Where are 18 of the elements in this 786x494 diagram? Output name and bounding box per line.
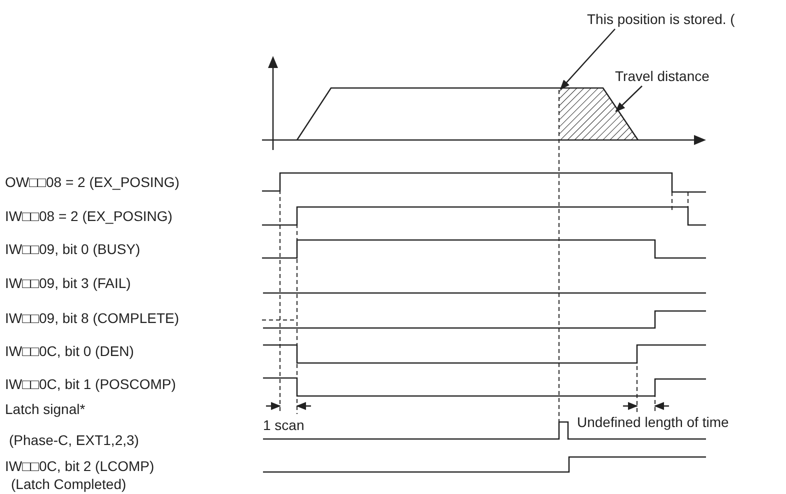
signal-label: IW□□0C, bit 1 (POSCOMP) — [5, 376, 176, 393]
hatched-area — [559, 87, 639, 140]
leader-line — [560, 28, 616, 90]
signal-label: (Latch Completed) — [11, 476, 126, 493]
signal-label: IW□□0C, bit 2 (LCOMP) — [5, 458, 154, 475]
leader-line — [615, 86, 642, 112]
signal-label: IW□□09, bit 0 (BUSY) — [5, 241, 140, 258]
callout-text: This position is stored. ( — [587, 11, 735, 28]
signal-label: IW□□09, bit 8 (COMPLETE) — [5, 310, 180, 327]
signal-label: IW□□0C, bit 0 (DEN) — [5, 343, 134, 360]
signal-label: IW□□08 = 2 (EX_POSING) — [5, 208, 172, 225]
dimension-label: Undefined length of time — [577, 414, 729, 431]
signal-label: IW□□09, bit 3 (FAIL) — [5, 275, 131, 292]
signal-label: Latch signal* — [5, 401, 86, 418]
signal-label: (Phase-C, EXT1,2,3) — [9, 432, 139, 449]
callout-text: Travel distance — [615, 68, 710, 85]
signal-label: OW□□08 = 2 (EX_POSING) — [5, 174, 180, 191]
dimension-label: 1 scan — [263, 417, 304, 434]
